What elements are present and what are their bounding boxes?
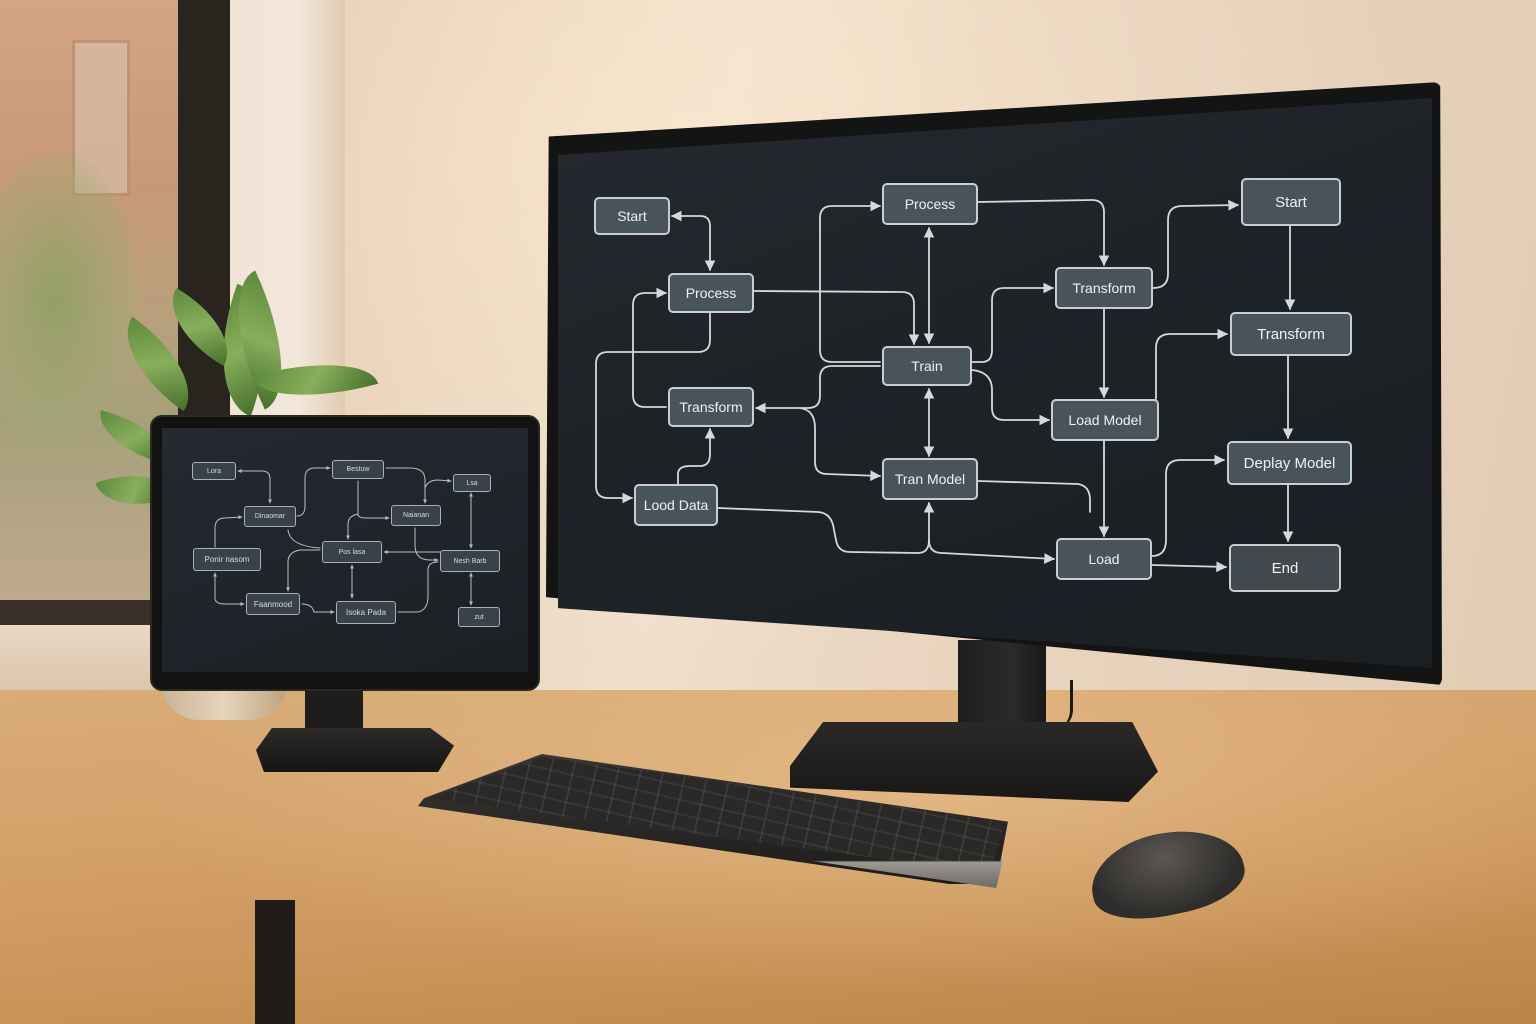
desk-leg [255,900,295,1024]
node-transform-2[interactable]: Transform [1055,267,1153,309]
node-lood-data[interactable]: Lood Data [634,484,718,526]
node-train[interactable]: Train [882,346,972,386]
node-start-2[interactable]: Start [1241,178,1341,226]
mini-node-1[interactable]: Lora [192,462,236,480]
mini-node-3[interactable]: Lsa [453,474,491,492]
node-load-model[interactable]: Load Model [1051,399,1159,441]
mini-node-4[interactable]: Dinaomar [244,506,296,527]
node-tran-model[interactable]: Tran Model [882,458,978,500]
mini-node-10[interactable]: Isoka Pada [336,601,396,624]
secondary-monitor-stand-base [256,728,454,772]
node-process-2[interactable]: Process [882,183,978,225]
node-end[interactable]: End [1229,544,1341,592]
node-transform-3[interactable]: Transform [1230,312,1352,356]
mini-node-2[interactable]: Bestuw [332,460,384,479]
node-start[interactable]: Start [594,197,670,235]
mini-node-9[interactable]: Faanmood [246,593,300,615]
node-load[interactable]: Load [1056,538,1152,580]
window-glass [0,0,178,600]
mini-node-8[interactable]: Nesh Barb [440,550,500,572]
mini-node-6[interactable]: Ponir nasom [193,548,261,571]
node-deploy-model[interactable]: Deplay Model [1227,441,1352,485]
tree-outside [0,150,140,450]
monitor-cable [1046,680,1073,730]
mini-node-5[interactable]: Naianan [391,505,441,526]
monitor-stand-base [790,722,1158,802]
mini-node-11[interactable]: zut [458,607,500,627]
node-transform[interactable]: Transform [668,387,754,427]
mini-node-7[interactable]: Pos lasa [322,541,382,563]
node-process[interactable]: Process [668,273,754,313]
